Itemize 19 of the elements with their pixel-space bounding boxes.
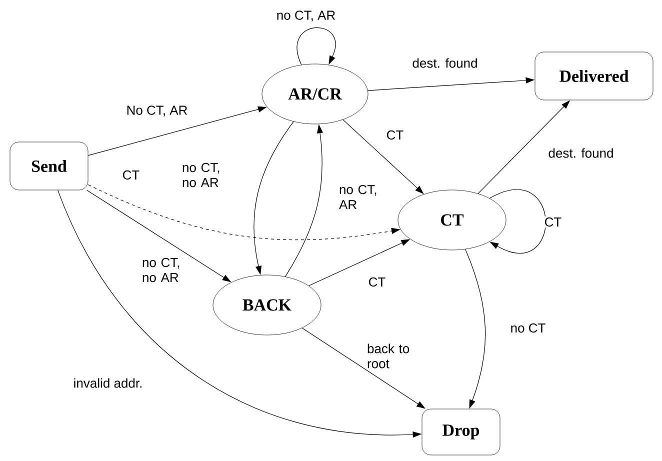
- edge-label: no CT, AR: [338, 184, 386, 210]
- edge-label: dest. found: [411, 57, 479, 69]
- edge-label: invalid addr.: [72, 377, 144, 389]
- edge-label: no CT, no AR: [141, 256, 183, 284]
- edge-label: no CT: [509, 322, 547, 334]
- edge-label: no CT, AR: [275, 10, 337, 22]
- state-box: Drop: [422, 408, 500, 456]
- state-box: Delivered: [534, 52, 654, 100]
- edge-label: no CT, no AR: [181, 162, 229, 188]
- edge-label: CT: [121, 169, 141, 181]
- edge-label: dest. found: [547, 147, 615, 159]
- edge-label: CT: [385, 129, 405, 141]
- edge-label: back to root: [366, 342, 418, 370]
- edge-label: CT: [367, 276, 387, 288]
- arrow: [489, 189, 546, 254]
- state-box: Send: [10, 142, 88, 190]
- edge-label: CT: [543, 216, 563, 228]
- arrow: [296, 27, 336, 66]
- edge-label: No CT, AR: [125, 104, 189, 118]
